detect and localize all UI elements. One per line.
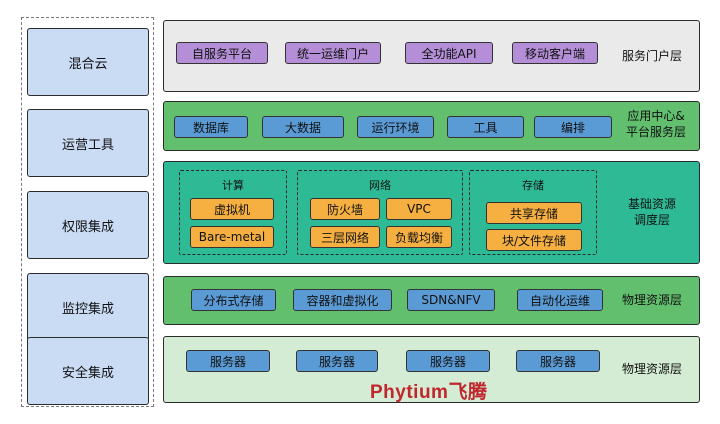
server-item-1: 服务器 [186,350,270,372]
compute-group: 计算 虚拟机 Bare-metal [179,170,287,255]
left-item-hybrid-cloud: 混合云 [27,28,149,96]
portal-item-self-service: 自服务平台 [176,42,268,64]
infra-scheduling-label-line1: 基础资源 [627,197,676,211]
compute-group-title: 计算 [222,179,244,192]
portal-item-full-api: 全功能API [405,42,493,64]
left-item-monitoring-integration: 监控集成 [27,273,149,341]
server-item-4: 服务器 [516,350,600,372]
app-center-label: 应用中心& 平台服务层 [614,108,698,140]
storage-group: 存储 共享存储 块/文件存储 [469,170,597,255]
network-item-load-balancer: 负载均衡 [386,226,452,248]
app-item-runtime: 运行环境 [357,116,434,138]
app-item-orchestration: 编排 [534,116,612,138]
server-item-3: 服务器 [406,350,490,372]
app-center-layer: 数据库 大数据 运行环境 工具 编排 应用中心& 平台服务层 [163,101,700,151]
service-portal-label: 服务门户层 [621,48,682,63]
storage-item-shared: 共享存储 [486,202,582,224]
network-item-firewall: 防火墙 [310,198,380,220]
infra-scheduling-label: 基础资源 调度层 [609,162,695,262]
portal-item-unified-ops: 统一运维门户 [285,42,381,64]
compute-item-vm: 虚拟机 [190,198,274,220]
network-item-l3-network: 三层网络 [310,226,380,248]
app-item-big-data: 大数据 [262,116,344,138]
portal-item-mobile-client: 移动客户端 [512,42,598,64]
network-group-title: 网络 [369,179,391,192]
storage-group-title: 存储 [522,179,544,192]
physical-item-sdn-nfv: SDN&NFV [407,289,495,311]
physical-layer-bottom-label: 物理资源层 [621,362,682,376]
physical-item-container-virtualization: 容器和虚拟化 [293,289,392,311]
app-item-database: 数据库 [174,116,248,138]
physical-item-distributed-storage: 分布式存储 [191,289,276,311]
physical-layer-top: 分布式存储 容器和虚拟化 SDN&NFV 自动化运维 物理资源层 [163,276,700,325]
phytium-logo: Phytium飞腾 [370,382,488,403]
server-item-2: 服务器 [296,350,378,372]
storage-item-block-file: 块/文件存储 [486,229,582,251]
left-item-permission-integration: 权限集成 [27,191,149,259]
physical-layer-bottom: 服务器 服务器 服务器 服务器 Phytium飞腾 物理资源层 [163,336,700,403]
app-center-label-line1: 应用中心& [627,109,685,123]
physical-layer-top-label: 物理资源层 [621,293,682,307]
physical-item-automation-ops: 自动化运维 [517,289,603,311]
compute-item-bare-metal: Bare-metal [190,226,274,248]
infra-scheduling-label-line2: 调度层 [633,213,670,227]
infra-scheduling-layer: 计算 虚拟机 Bare-metal 网络 防火墙 VPC 三层网络 负载均衡 存… [163,161,700,264]
left-column-frame [21,17,154,407]
service-portal-layer: 自服务平台 统一运维门户 全功能API 移动客户端 服务门户层 [163,20,700,92]
network-group: 网络 防火墙 VPC 三层网络 负载均衡 [297,170,463,255]
left-item-ops-tools: 运营工具 [27,109,149,177]
app-center-label-line2: 平台服务层 [625,125,686,139]
app-item-tools: 工具 [447,116,524,138]
network-item-vpc: VPC [386,198,452,220]
left-item-security-integration: 安全集成 [27,337,149,405]
